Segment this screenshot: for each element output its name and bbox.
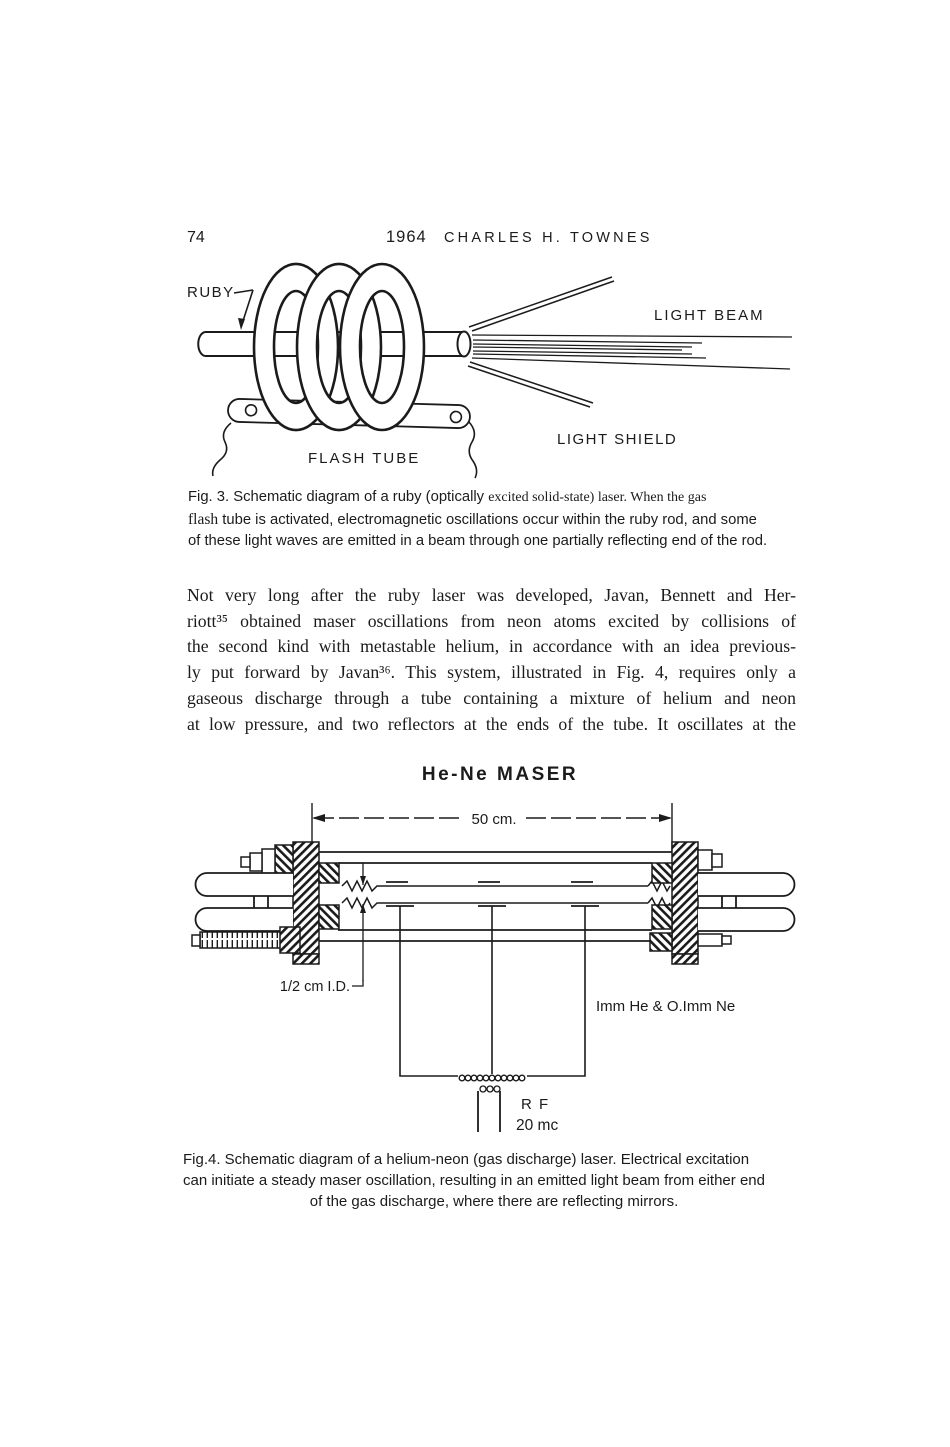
flash-tube-coil xyxy=(252,262,426,432)
label-rf: R F xyxy=(521,1096,550,1113)
flash-tube-wires xyxy=(211,421,478,479)
text-line: at low pressure, and two reflectors at t… xyxy=(187,713,796,734)
ruby-pointer-arrow xyxy=(233,289,254,330)
caption-text: tube is activated, electromagnetic oscil… xyxy=(222,511,757,528)
caption-line: flash tube is activated, electromagnetic… xyxy=(188,509,810,532)
rf-source xyxy=(477,1085,501,1132)
label-light-beam: LIGHT BEAM xyxy=(654,307,765,324)
page-number: 74 xyxy=(187,229,205,246)
header-year: 1964 xyxy=(386,228,427,246)
electrode-leads xyxy=(399,906,586,1077)
left-adjust-screw xyxy=(191,926,301,954)
header-author: CHARLES H. TOWNES xyxy=(444,230,653,246)
text-line: the second kind with metastable helium, … xyxy=(187,636,796,657)
id-dimension xyxy=(352,863,366,987)
caption-text: flash xyxy=(188,510,219,528)
fig4-hene-maser-diagram: 50 cm. 1/2 cm I.D. Imm He & O.Imm Ne R F… xyxy=(191,803,796,1134)
text-line: riott³⁵ obtained maser oscillations from… xyxy=(187,610,796,631)
left-mirror-mount xyxy=(191,841,340,965)
label-ruby: RUBY xyxy=(187,284,235,301)
fig3-ruby-laser-diagram: RUBY LIGHT BEAM LIGHT SHIELD FLASH TUBE xyxy=(187,262,793,479)
text-line: Not very long after the ruby laser was d… xyxy=(187,585,796,605)
caption-line: can initiate a steady maser oscillation,… xyxy=(183,1172,765,1189)
caption-line: of these light waves are emitted in a be… xyxy=(188,533,768,550)
right-bottom-bolt xyxy=(649,932,732,952)
label-50cm: 50 cm. xyxy=(471,811,516,828)
spring-left-bottom xyxy=(341,896,380,910)
inner-bore-tube xyxy=(341,879,671,910)
fig4-caption: Fig.4. Schematic diagram of a helium-neo… xyxy=(183,1149,805,1212)
right-mirror-mount xyxy=(649,841,796,965)
spring-left-top xyxy=(341,879,380,893)
light-beam-rays xyxy=(471,334,793,370)
text-line: ly put forward by Javan³⁶. This system, … xyxy=(187,662,796,683)
label-frequency: 20 mc xyxy=(516,1117,558,1134)
right-prongs xyxy=(698,872,796,932)
fig3-caption: Fig. 3. Schematic diagram of a ruby (opt… xyxy=(188,487,810,553)
caption-text: excited solid-state) laser. When the gas xyxy=(488,490,707,505)
right-top-bolt xyxy=(697,849,723,871)
rf-coil-primary xyxy=(458,1074,526,1082)
caption-text: Fig. 3. Schematic diagram of a ruby (opt… xyxy=(188,489,485,505)
body-paragraph: Not very long after the ruby laser was d… xyxy=(187,583,796,737)
caption-line: Fig.4. Schematic diagram of a helium-neo… xyxy=(183,1151,750,1168)
fig4-title: He-Ne MASER xyxy=(421,764,579,785)
left-top-bolt xyxy=(240,844,294,880)
light-shield-plates xyxy=(467,276,615,408)
caption-line: of the gas discharge, where there are re… xyxy=(309,1193,679,1210)
caption-line: Fig. 3. Schematic diagram of a ruby (opt… xyxy=(188,487,810,509)
label-light-shield: LIGHT SHIELD xyxy=(557,431,677,448)
label-inner-diameter: 1/2 cm I.D. xyxy=(280,979,350,995)
text-line: gaseous discharge through a tube contain… xyxy=(187,687,796,708)
left-prongs xyxy=(194,872,293,932)
label-flash-tube: FLASH TUBE xyxy=(308,450,420,467)
outer-tube xyxy=(318,851,672,942)
label-gas-mixture: Imm He & O.Imm Ne xyxy=(596,998,735,1015)
